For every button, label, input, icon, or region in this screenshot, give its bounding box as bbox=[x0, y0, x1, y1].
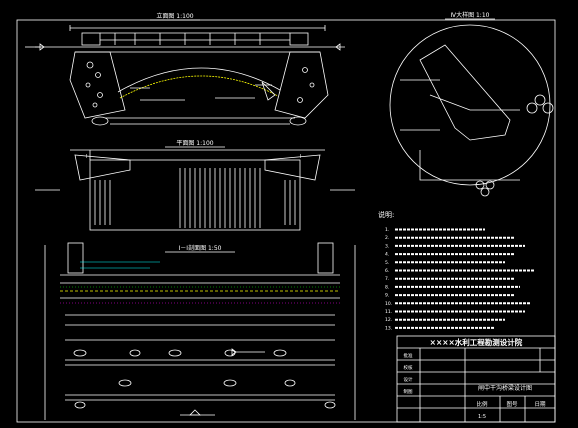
section-view: I－I剖面图 1:50 bbox=[44, 242, 356, 420]
draw-label: 制图 bbox=[404, 388, 413, 395]
detail-pipe-1 bbox=[534, 94, 546, 106]
abutment-stones bbox=[85, 61, 315, 108]
detail-pipe-6 bbox=[480, 187, 490, 197]
design-label: 设计 bbox=[404, 376, 413, 383]
detail-pipe-5 bbox=[485, 180, 495, 190]
date-label: 日期 bbox=[534, 401, 546, 408]
detail-block bbox=[419, 44, 511, 141]
note-number: 11. bbox=[385, 309, 392, 315]
detail-circle bbox=[389, 24, 551, 186]
notes-block: 说明: 1. 2. 3. 4. 5. 6. 7. 8. 9. 10. 11. 12. 13. bbox=[378, 210, 535, 331]
plan-side-slope bbox=[94, 180, 296, 225]
plan-title: 平面图 1:100 bbox=[176, 140, 213, 147]
plan-view: 平面图 1:100 I I bbox=[35, 140, 355, 231]
detail-title: Ⅳ大样图 1:10 bbox=[451, 11, 490, 19]
cut-marker-right: I bbox=[300, 154, 301, 160]
plan-left-wing bbox=[74, 154, 131, 181]
left-level-marker bbox=[39, 43, 45, 51]
left-riprap bbox=[91, 116, 109, 126]
section-bottom-marker bbox=[189, 409, 201, 416]
detail-pipe-4 bbox=[475, 180, 485, 190]
scale-value: 1:5 bbox=[478, 414, 486, 420]
arch-detail-marker bbox=[261, 81, 276, 101]
left-abutment bbox=[69, 51, 126, 119]
institute-name: ××××水利工程勘测设计院 bbox=[430, 337, 523, 347]
cut-marker-left: I bbox=[86, 154, 87, 160]
title-block-frame bbox=[396, 335, 556, 423]
note-number: 1. bbox=[385, 227, 389, 233]
section-left-parapet bbox=[67, 242, 84, 274]
plan-deck-outline bbox=[89, 159, 301, 231]
detail-base bbox=[419, 150, 520, 181]
scale-label: 比例 bbox=[476, 400, 488, 408]
note-number: 8. bbox=[385, 284, 389, 290]
drawing-name: 闸中干沟桥梁设计图 bbox=[478, 384, 532, 392]
note-number: 10. bbox=[385, 301, 392, 307]
railing-posts bbox=[100, 32, 290, 45]
right-railing-end bbox=[289, 32, 309, 46]
detail-view: Ⅳ大样图 1:10 bbox=[389, 11, 554, 197]
plan-right-wing bbox=[264, 154, 321, 181]
section-title: I－I剖面图 1:50 bbox=[179, 244, 222, 252]
detail-pipe-3 bbox=[542, 102, 554, 114]
notes-heading: 说明: bbox=[378, 210, 394, 219]
section-water-marker bbox=[231, 348, 237, 356]
check-label: 校核 bbox=[404, 364, 413, 371]
note-number: 9. bbox=[385, 293, 389, 299]
section-right-parapet bbox=[317, 242, 334, 274]
elevation-title: 立面图 1:100 bbox=[156, 12, 193, 20]
note-number: 12. bbox=[385, 317, 392, 323]
detail-leader bbox=[429, 94, 520, 111]
arch-curve bbox=[117, 67, 281, 93]
left-railing-end bbox=[81, 32, 101, 46]
title-block: ××××水利工程勘测设计院 闸中干沟桥梁设计图 批准 校核 设计 制图 比例 1… bbox=[396, 335, 556, 423]
section-stones bbox=[73, 349, 336, 409]
arch-ring bbox=[119, 75, 279, 99]
note-number: 6. bbox=[385, 268, 389, 274]
note-number: 7. bbox=[385, 276, 389, 282]
elevation-view: 立面图 1:100 bbox=[25, 12, 345, 126]
note-number: 13. bbox=[385, 325, 392, 331]
approve-label: 批准 bbox=[404, 352, 413, 359]
drawing-frame bbox=[16, 19, 556, 423]
note-number: 3. bbox=[385, 243, 389, 249]
detail-pipe-2 bbox=[526, 102, 538, 114]
note-number: 4. bbox=[385, 252, 389, 258]
note-number: 5. bbox=[385, 260, 389, 266]
right-level-marker bbox=[335, 43, 341, 51]
right-abutment bbox=[274, 51, 329, 119]
right-riprap bbox=[289, 116, 307, 126]
plan-deck-hatch bbox=[179, 168, 261, 228]
sheet-label: 图号 bbox=[506, 400, 518, 408]
note-number: 2. bbox=[385, 235, 389, 241]
